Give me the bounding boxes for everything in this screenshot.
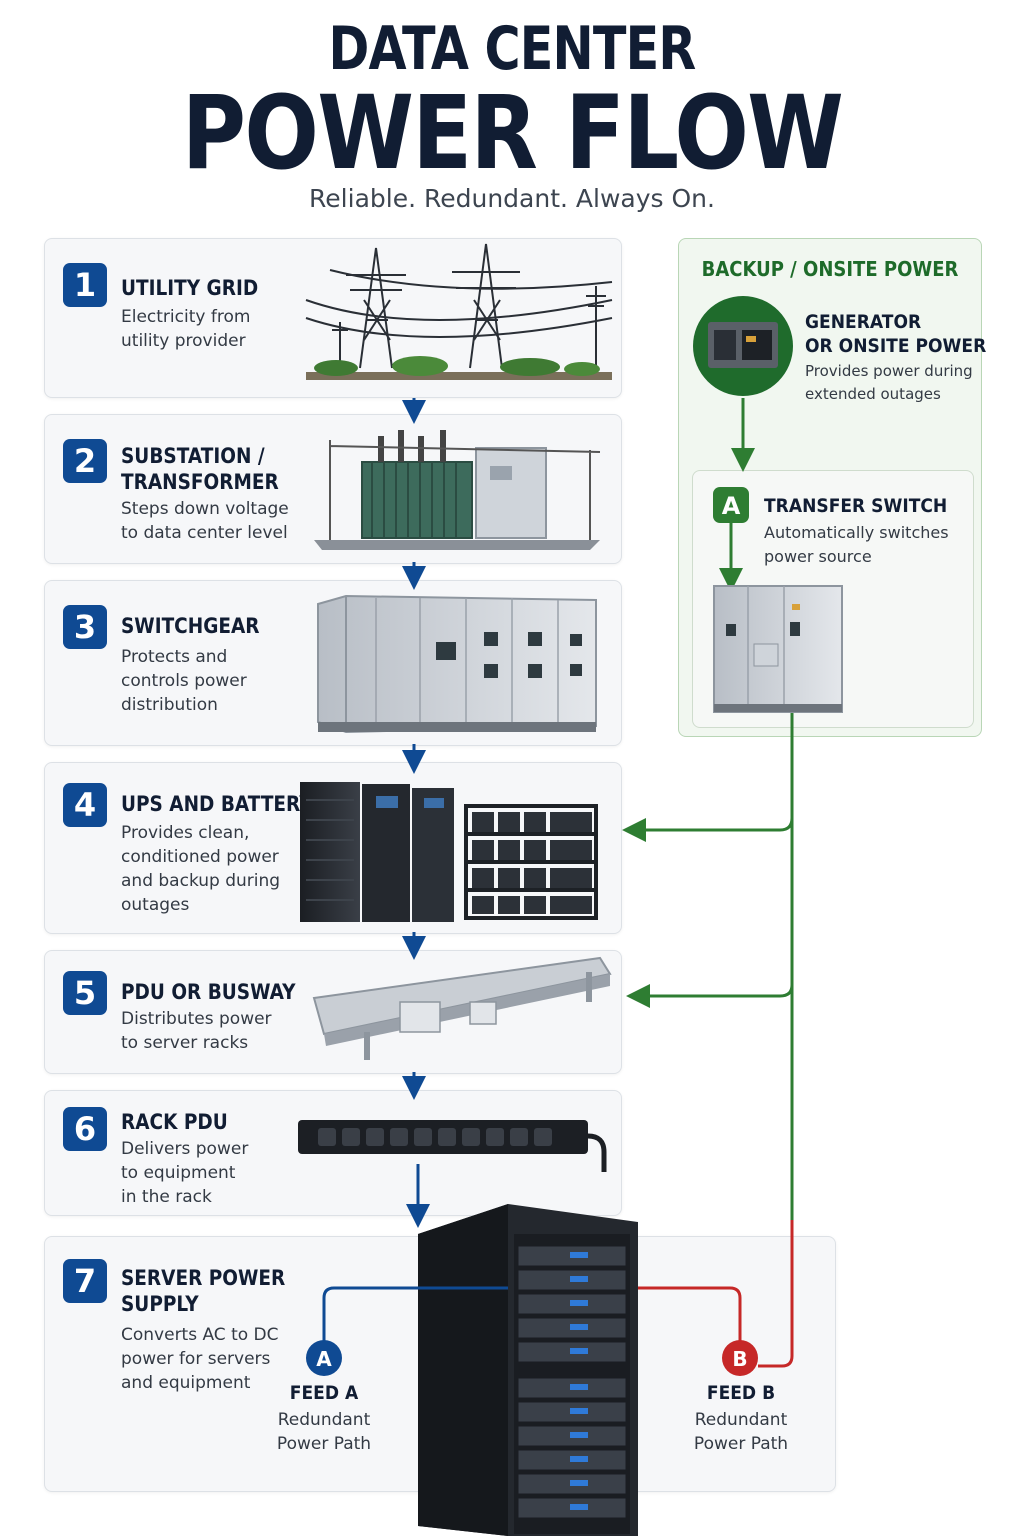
feed-a-line [322, 1286, 508, 1344]
svg-text:A: A [722, 492, 741, 520]
feed-b-line [638, 1286, 742, 1344]
switchgear-cabinet-icon [317, 594, 597, 734]
title-line-1: DATA CENTER [328, 14, 697, 84]
feed-a-badge: A [306, 1340, 342, 1376]
step-title: SWITCHGEAR [121, 614, 260, 638]
step-number-badge: 7 [63, 1259, 107, 1303]
backup-lines [622, 398, 794, 1220]
step-number-badge: 3 [63, 605, 107, 649]
feed-b-badge: B [722, 1340, 758, 1376]
backup-panel-title: BACKUP / ONSITE POWER [701, 257, 959, 281]
step-number-badge: 6 [63, 1107, 107, 1151]
busway-icon [312, 956, 612, 1060]
server-rack-icon [418, 1204, 638, 1536]
step-number-badge: 1 [63, 263, 107, 307]
svg-text:B: B [732, 1347, 747, 1371]
subtitle: Reliable. Redundant. Always On. [309, 184, 715, 213]
title-line-2: POWER FLOW [181, 74, 844, 193]
step-title: SUBSTATION /TRANSFORMER [121, 444, 279, 494]
svg-text:A: A [316, 1347, 332, 1371]
step-number-badge: 2 [63, 439, 107, 483]
transfer-switch-badge: A [713, 487, 749, 523]
transfer-switch-cabinet-icon [713, 585, 843, 713]
ups-battery-icon [300, 782, 598, 922]
feed-b-backup-line [758, 1220, 794, 1368]
step-title: PDU OR BUSWAY [121, 980, 296, 1004]
transfer-switch-title: TRANSFER SWITCH [764, 495, 948, 517]
step-number-badge: 5 [63, 971, 107, 1015]
flow-arrows [402, 398, 430, 1228]
generator-icon [693, 296, 793, 396]
rack-pdu-icon [298, 1120, 607, 1172]
step-title: UTILITY GRID [121, 276, 259, 300]
step-title: RACK PDU [121, 1110, 228, 1134]
transmission-tower-icon [305, 243, 613, 380]
transformer-icon [314, 430, 601, 550]
step-number-badge: 4 [63, 783, 107, 827]
step-title: UPS AND BATTERY [121, 792, 313, 816]
